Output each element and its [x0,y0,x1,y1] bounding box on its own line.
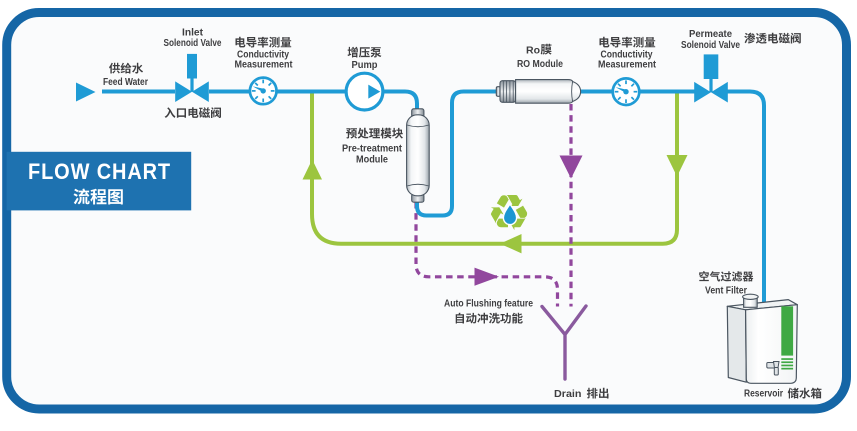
svg-text:RO Module: RO Module [517,58,563,70]
svg-text:Vent Filter: Vent Filter [705,285,747,297]
svg-text:Conductivity: Conductivity [237,49,289,61]
svg-text:Feed Water: Feed Water [103,76,148,88]
svg-text:Inlet: Inlet [182,27,203,39]
svg-text:Pump: Pump [352,59,378,71]
svg-text:Auto Flushing feature: Auto Flushing feature [444,298,533,310]
svg-text:FLOW CHART: FLOW CHART [28,159,171,184]
svg-text:Pre-treatment: Pre-treatment [342,143,402,155]
svg-text:Reservoir: Reservoir [744,388,783,400]
svg-text:Measurement: Measurement [235,59,293,71]
svg-text:Measurement: Measurement [598,59,656,71]
svg-text:Ro: Ro [526,45,540,57]
svg-text:Conductivity: Conductivity [601,49,653,61]
svg-text:Solenoid Valve: Solenoid Valve [681,39,740,51]
svg-text:Solenoid Valve: Solenoid Valve [164,37,222,49]
svg-text:Drain: Drain [554,388,582,400]
svg-text:Module: Module [356,154,388,166]
svg-text:Permeate: Permeate [689,28,732,40]
